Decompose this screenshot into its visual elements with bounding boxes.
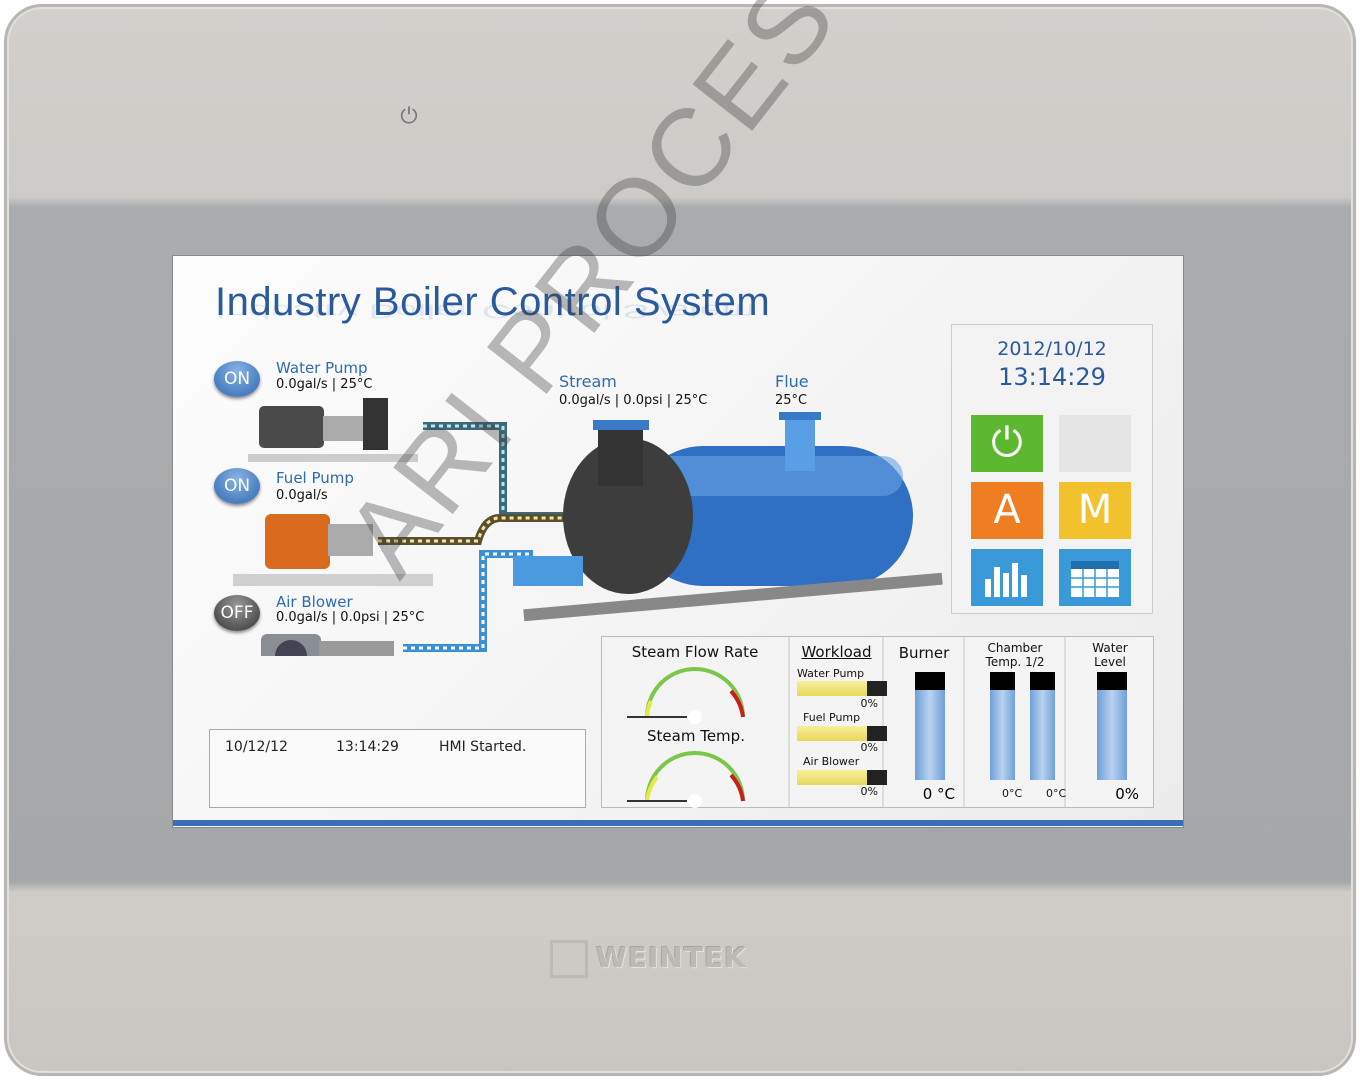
workload-air-value: 0% bbox=[860, 785, 878, 798]
fuel-pipe bbox=[378, 513, 643, 545]
air-blower-toggle[interactable]: OFF bbox=[214, 595, 260, 631]
steam-flow-title: Steam Flow Rate bbox=[631, 643, 759, 661]
boiler-graphic bbox=[513, 412, 943, 622]
calendar-button[interactable] bbox=[1059, 549, 1131, 606]
workload-water-label: Water Pump bbox=[797, 667, 865, 680]
workload-air-label: Air Blower bbox=[803, 755, 860, 768]
gauges-panel: Steam Flow Rate Steam Temp. bbox=[602, 637, 790, 808]
power-icon[interactable]: ⏻ bbox=[400, 104, 418, 129]
chart-button[interactable] bbox=[971, 549, 1043, 606]
water-pump-label: Water Pump bbox=[276, 359, 368, 377]
fuel-pump-readout: 0.0gal/s bbox=[276, 488, 328, 503]
log-time: 13:14:29 bbox=[336, 739, 399, 755]
workload-fuel-bar bbox=[797, 726, 887, 741]
water-pump-graphic bbox=[248, 398, 418, 462]
workload-panel: Workload Water Pump 0% Fuel Pump 0% Air … bbox=[791, 637, 887, 807]
control-panel: 2012/10/12 13:14:29 ⏻ A M bbox=[951, 324, 1153, 614]
hmi-screen: Industry Boiler Control System Industry … bbox=[172, 255, 1184, 828]
chamber-value-2: 0°C bbox=[1046, 787, 1067, 800]
burner-title: Burner bbox=[898, 644, 950, 662]
chamber-value-1: 0°C bbox=[1002, 787, 1023, 800]
stream-readout: 0.0gal/s | 0.0psi | 25°C bbox=[559, 393, 708, 408]
blank-button[interactable] bbox=[1059, 415, 1131, 472]
log-date: 10/12/12 bbox=[225, 739, 288, 755]
burner-panel: Burner 0 °C bbox=[885, 637, 965, 807]
auto-button[interactable]: A bbox=[971, 482, 1043, 539]
air-pipe bbox=[403, 550, 533, 652]
workload-fuel-label: Fuel Pump bbox=[803, 711, 861, 724]
date-display: 2012/10/12 bbox=[997, 338, 1107, 360]
status-panels: Steam Flow Rate Steam Temp. Workload Wat… bbox=[601, 636, 1154, 808]
flue-label: Flue bbox=[775, 372, 809, 391]
workload-air-bar bbox=[797, 770, 887, 785]
chamber-bar-2 bbox=[1030, 672, 1055, 780]
event-log[interactable]: 10/12/12 13:14:29 HMI Started. bbox=[209, 729, 586, 808]
time-display: 13:14:29 bbox=[998, 363, 1106, 391]
steam-flow-gauge bbox=[627, 667, 745, 724]
workload-water-value: 0% bbox=[860, 697, 878, 710]
air-blower-readout: 0.0gal/s | 0.0psi | 25°C bbox=[276, 610, 425, 625]
water-pump-toggle[interactable]: ON bbox=[214, 361, 260, 397]
burner-value: 0 °C bbox=[922, 785, 955, 803]
bottom-accent-line bbox=[173, 820, 1183, 826]
air-blower-graphic bbox=[261, 634, 394, 656]
stream-label: Stream bbox=[559, 372, 617, 391]
water-level-value: 0% bbox=[1115, 785, 1139, 803]
burner-bar bbox=[915, 672, 945, 780]
fuel-pump-label: Fuel Pump bbox=[276, 469, 354, 487]
flue-readout: 25°C bbox=[775, 393, 808, 408]
manual-button[interactable]: M bbox=[1059, 482, 1131, 539]
calendar-icon bbox=[1071, 561, 1119, 597]
workload-water-bar bbox=[797, 681, 887, 696]
water-level-bar bbox=[1097, 672, 1127, 780]
chamber-panel: Chamber Temp. 1/2 0°C 0°C bbox=[966, 637, 1066, 807]
workload-fuel-value: 0% bbox=[860, 741, 878, 754]
brand-logo: WEINTEK bbox=[550, 940, 747, 978]
chamber-title: Chamber Temp. 1/2 bbox=[985, 641, 1045, 669]
page-title: Industry Boiler Control System bbox=[215, 280, 771, 324]
steam-temp-title: Steam Temp. bbox=[647, 727, 745, 745]
air-blower-label: Air Blower bbox=[276, 593, 353, 611]
boiler-diagram bbox=[233, 398, 943, 656]
bar-chart-icon bbox=[985, 563, 1027, 597]
water-level-panel: Water Level 0% bbox=[1067, 637, 1153, 807]
water-level-title: Water Level bbox=[1092, 641, 1128, 669]
fuel-pump-graphic bbox=[233, 514, 433, 586]
chamber-bar-1 bbox=[990, 672, 1015, 780]
water-pump-readout: 0.0gal/s | 25°C bbox=[276, 377, 373, 392]
fuel-pump-toggle[interactable]: ON bbox=[214, 468, 260, 504]
log-message: HMI Started. bbox=[439, 739, 527, 755]
workload-title: Workload bbox=[801, 643, 872, 661]
power-button[interactable]: ⏻ bbox=[971, 415, 1043, 472]
steam-temp-gauge bbox=[627, 751, 745, 808]
